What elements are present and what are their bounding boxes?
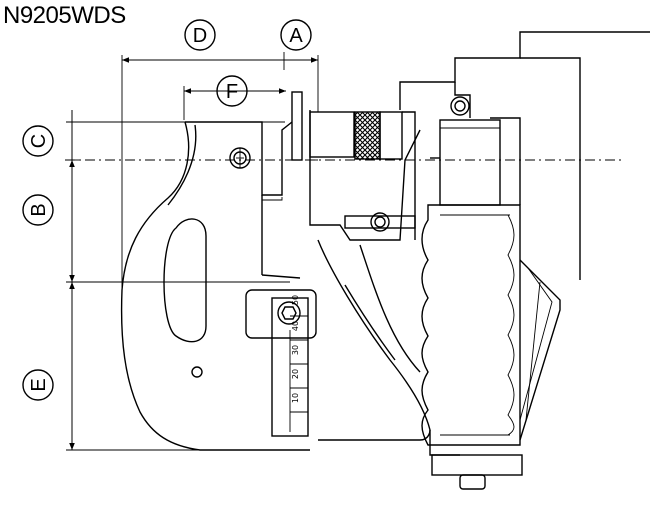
scale-label-20: 20 [291, 369, 300, 379]
model-title: N9205WDS [3, 2, 126, 29]
label-d: D [184, 19, 216, 51]
tool-body [317, 31, 650, 490]
scale-label-10: 10 [291, 393, 300, 403]
svg-text:C: C [28, 134, 50, 148]
c-frame [120, 121, 310, 451]
scale-ticks: 50 40 30 20 10 [290, 295, 308, 413]
svg-text:F: F [226, 81, 238, 103]
svg-text:A: A [289, 25, 303, 47]
die-with-scale: 50 40 30 20 10 [245, 289, 317, 437]
dimension-lines [66, 52, 319, 451]
svg-text:E: E [28, 378, 50, 391]
dimension-labels: D A F C B E [22, 19, 312, 401]
label-a: A [280, 19, 312, 51]
scale-label-40: 40 [291, 321, 300, 331]
label-e: E [22, 369, 54, 401]
punch-assembly [291, 91, 421, 241]
label-c: C [22, 125, 54, 157]
svg-text:D: D [193, 25, 207, 47]
scale-label-30: 30 [291, 345, 300, 355]
label-f: F [216, 75, 248, 107]
svg-text:B: B [28, 203, 50, 216]
label-b: B [22, 194, 54, 226]
scale-label-50: 50 [291, 295, 300, 305]
